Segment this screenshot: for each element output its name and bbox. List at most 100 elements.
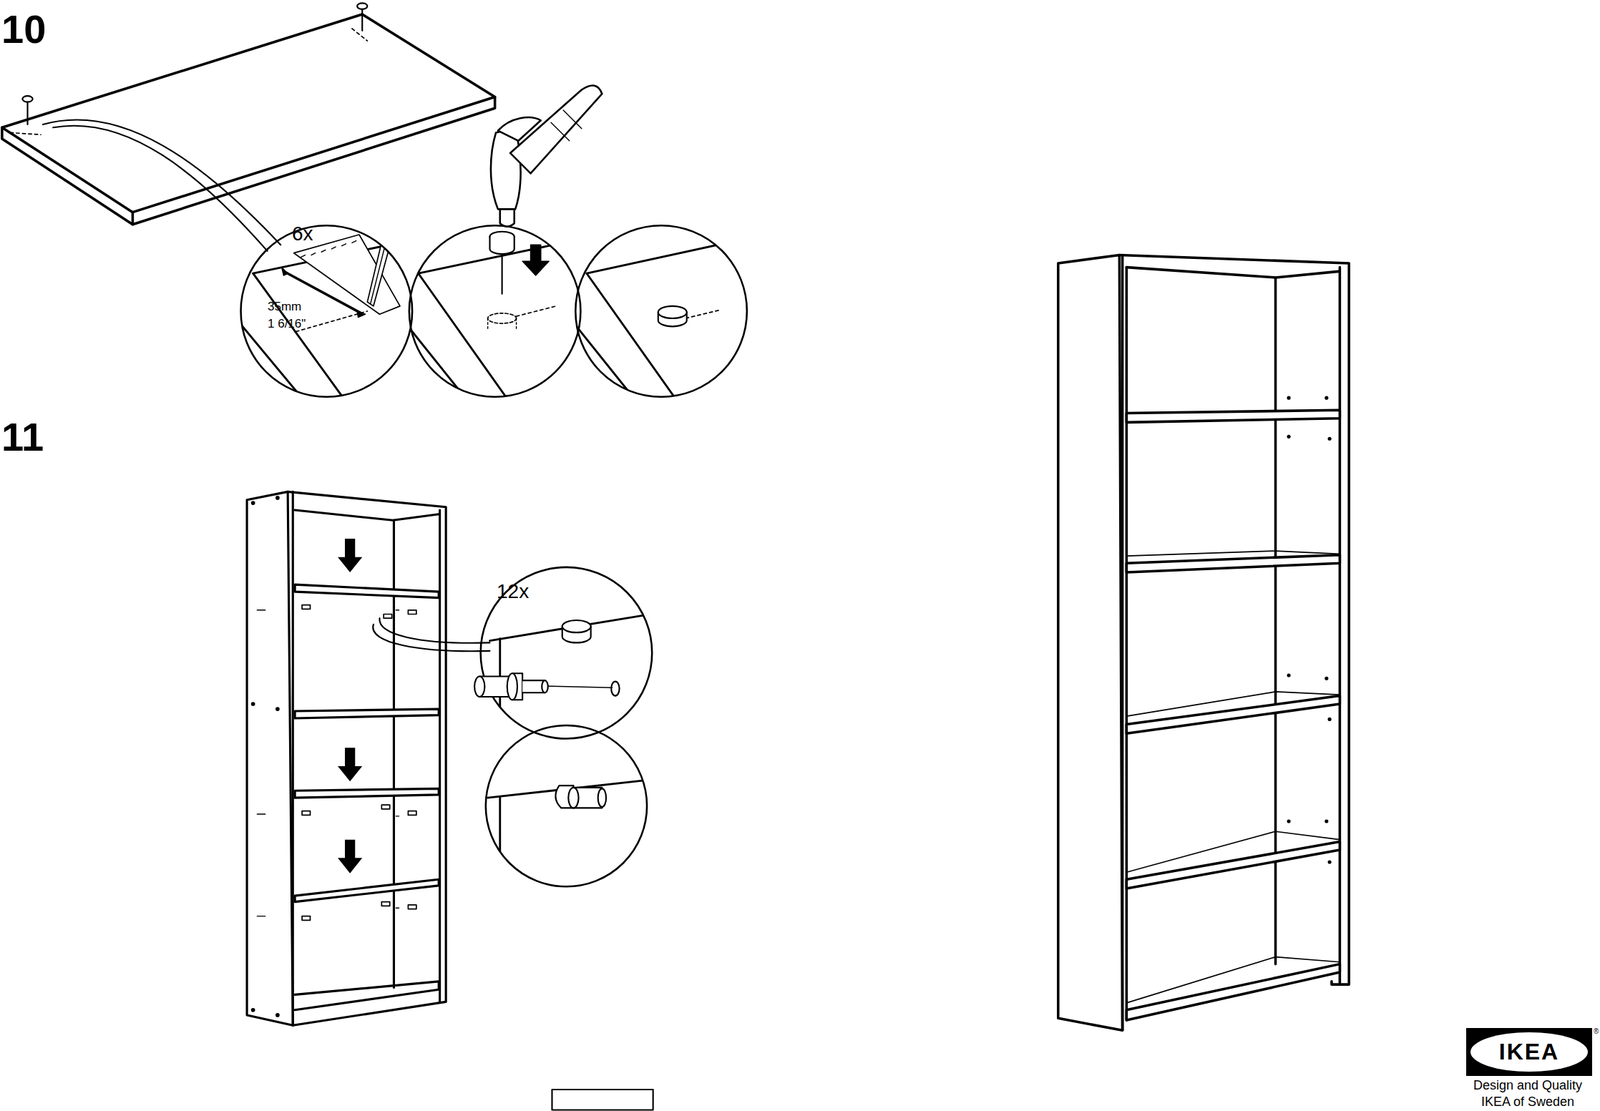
line-art	[294, 879, 439, 902]
line-art	[1286, 819, 1291, 823]
line-art	[301, 916, 310, 921]
line-art	[515, 318, 517, 329]
line-art	[294, 510, 439, 521]
line-art	[1286, 673, 1291, 677]
nail-glide	[489, 231, 514, 295]
line-art	[301, 811, 310, 816]
step-number: 11	[1, 415, 44, 460]
line-art	[1125, 267, 1129, 1021]
line-art	[407, 905, 416, 910]
arrow-down	[337, 538, 363, 874]
line-art	[251, 701, 256, 707]
line-art	[474, 676, 485, 697]
trademark: ®	[1593, 1027, 1599, 1036]
line-art	[485, 725, 647, 887]
hammer	[490, 85, 602, 227]
line-art	[1328, 717, 1332, 722]
line-art	[337, 538, 363, 573]
line-art	[568, 787, 579, 809]
leader-curve	[372, 618, 490, 652]
line-art	[1324, 396, 1329, 400]
line-art	[586, 236, 755, 274]
shelf-pin	[474, 673, 619, 700]
line-art	[507, 673, 518, 700]
line-art	[407, 610, 416, 615]
detail-measure	[241, 203, 419, 403]
line-art	[1324, 819, 1329, 823]
line-art	[275, 1013, 280, 1018]
line-art	[576, 326, 639, 403]
line-art	[488, 313, 517, 324]
line-art	[1126, 831, 1340, 873]
line-art	[418, 273, 511, 403]
holes	[1286, 396, 1331, 865]
line-art	[480, 567, 653, 740]
dimension: 35mm	[267, 300, 302, 315]
holes	[251, 261, 1111, 1018]
bookcase-small	[246, 491, 446, 1026]
line-art	[275, 706, 280, 712]
line-art	[251, 1008, 256, 1013]
line-art	[10, 132, 41, 135]
line-art	[1328, 437, 1332, 441]
quantity: 6x	[291, 223, 314, 246]
logo-text: IKEA	[1466, 1028, 1593, 1077]
line-art	[407, 326, 470, 403]
line-art	[367, 203, 400, 307]
line-art	[516, 306, 557, 317]
line-art	[22, 95, 33, 103]
line-art	[352, 28, 368, 41]
line-art	[1121, 255, 1125, 1032]
line-art	[1126, 555, 1340, 573]
line-art	[1126, 964, 1340, 1021]
line-art	[501, 254, 504, 295]
line-art	[1324, 676, 1329, 681]
shelf-pin	[555, 785, 607, 808]
line-art	[381, 902, 390, 907]
nail	[22, 2, 368, 125]
line-art	[575, 225, 748, 398]
line-art	[131, 212, 135, 225]
page-box	[551, 1089, 653, 1111]
arrow-down	[522, 244, 549, 276]
leader-curve	[42, 119, 281, 251]
line-art	[409, 225, 582, 398]
line-art	[498, 797, 501, 889]
line-art	[251, 500, 256, 506]
line-art	[658, 306, 687, 319]
line-art	[510, 85, 602, 174]
line-art	[562, 620, 592, 633]
line-art	[1286, 435, 1291, 439]
line-art	[241, 225, 413, 398]
line-art	[489, 236, 514, 255]
line-art	[1328, 860, 1332, 864]
line-art	[1338, 267, 1342, 985]
detail-pin	[489, 612, 663, 745]
detail-glide	[576, 236, 756, 403]
line-art	[500, 208, 515, 227]
line-art	[361, 9, 363, 31]
line-art	[1126, 841, 1340, 889]
glide	[562, 620, 592, 643]
detail-pin-in	[488, 779, 654, 889]
line-art	[26, 102, 28, 125]
line-art	[253, 273, 348, 403]
line-art	[2, 97, 496, 225]
line-art	[275, 495, 280, 501]
line-art	[1126, 267, 1339, 278]
line-art	[1126, 691, 1340, 717]
line-art	[1058, 255, 1123, 1032]
line-art	[487, 318, 489, 329]
line-art	[1126, 410, 1340, 423]
dimension: 1 6/16"	[267, 317, 306, 332]
line-art	[301, 605, 310, 610]
line-art	[294, 584, 439, 599]
shelf-pins	[256, 605, 416, 921]
line-art	[256, 610, 399, 917]
logo-tagline: IKEA of Sweden	[1481, 1095, 1575, 1110]
line-art	[1126, 550, 1340, 556]
line-art	[1126, 957, 1340, 1004]
line-art	[550, 110, 582, 141]
line-art	[383, 613, 392, 619]
